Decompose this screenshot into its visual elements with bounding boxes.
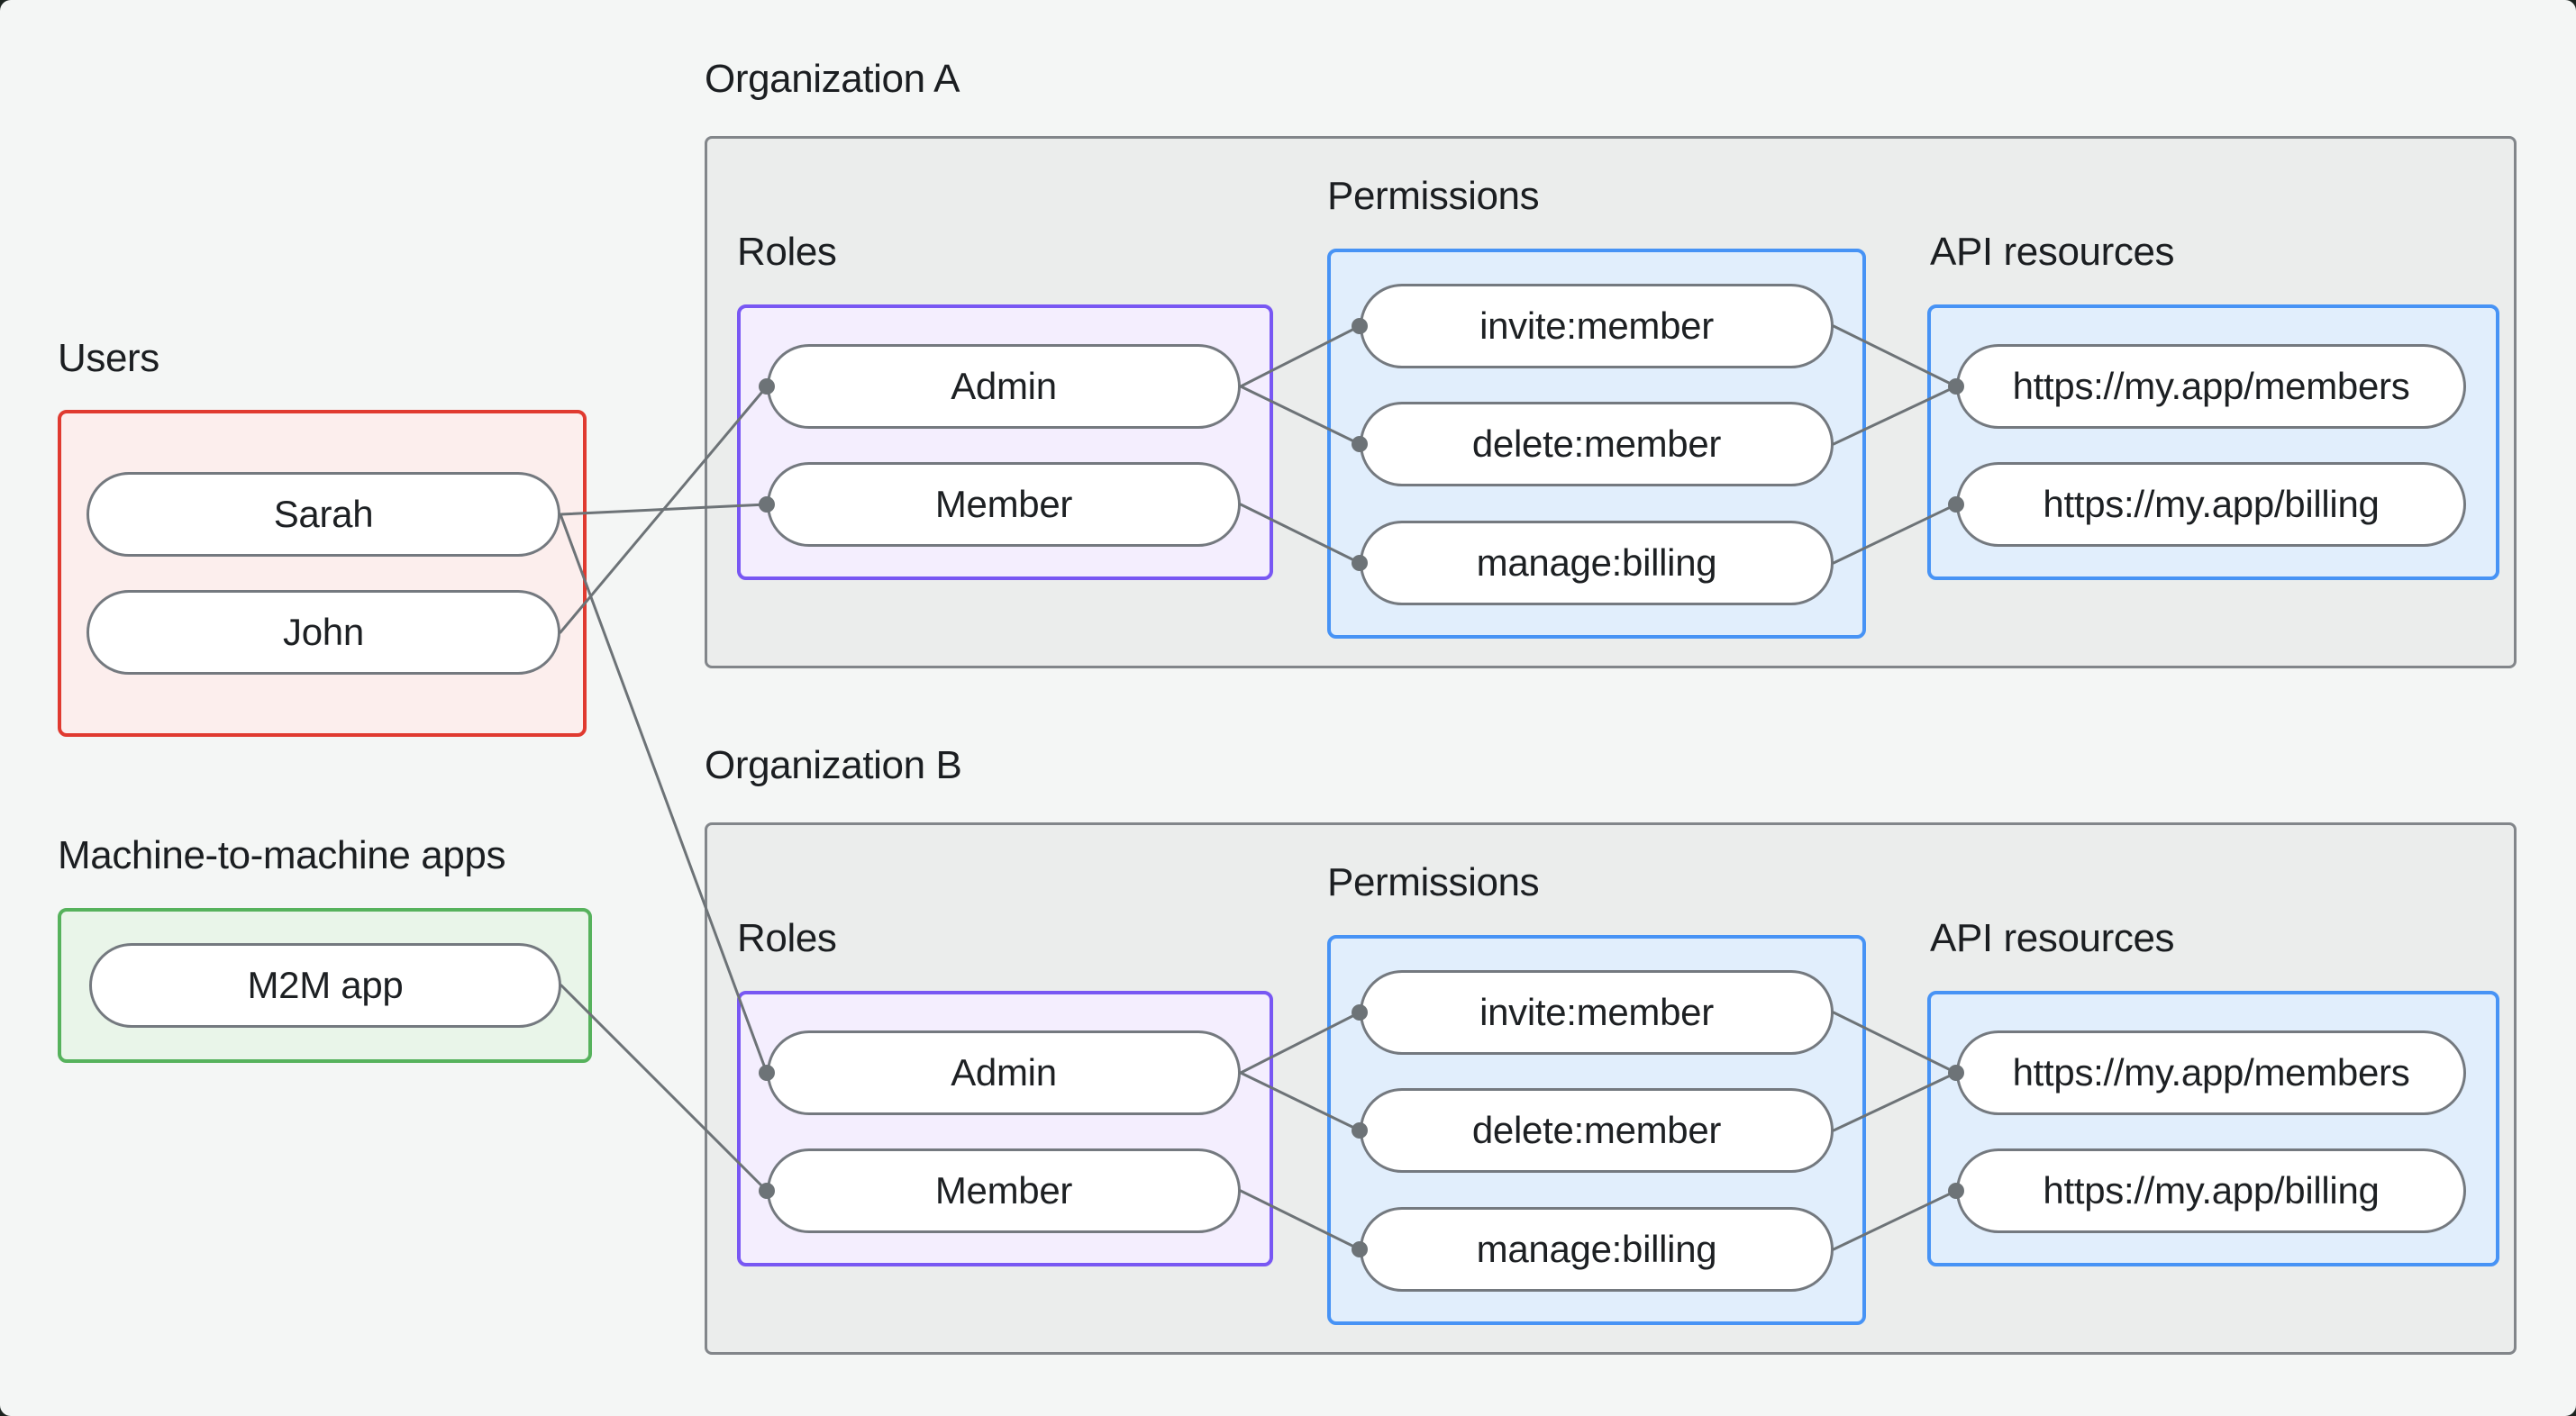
node-org-a-api-members-label: https://my.app/members [2012, 365, 2410, 407]
node-org-a-role-member: Member [767, 462, 1241, 547]
node-org-b-perm-manage-label: manage:billing [1476, 1228, 1717, 1270]
node-org-b-perm-invite: invite:member [1360, 970, 1834, 1055]
users-group-label: Users [58, 336, 159, 380]
node-org-a-perm-delete: delete:member [1360, 402, 1834, 486]
node-org-a-role-member-label: Member [934, 483, 1073, 525]
org-a-roles-label: Roles [737, 230, 837, 274]
org-b-api-label: API resources [1930, 916, 2175, 960]
node-org-b-role-member: Member [767, 1148, 1241, 1233]
users-group-box [58, 410, 587, 737]
node-org-a-role-admin-label: Admin [951, 365, 1057, 407]
org-b-roles-label: Roles [737, 916, 837, 960]
node-org-b-role-admin: Admin [767, 1030, 1241, 1115]
node-user-sarah: Sarah [86, 472, 560, 557]
node-org-a-perm-delete-label: delete:member [1471, 422, 1722, 465]
node-org-a-perm-invite-label: invite:member [1479, 304, 1714, 347]
org-b-title: Organization B [705, 743, 962, 787]
node-org-a-perm-invite: invite:member [1360, 284, 1834, 368]
node-org-a-role-admin: Admin [767, 344, 1241, 429]
node-m2m-app-label: M2M app [247, 964, 404, 1006]
node-org-a-perm-manage: manage:billing [1360, 521, 1834, 605]
org-a-permissions-label: Permissions [1327, 174, 1540, 218]
m2m-group-label: Machine-to-machine apps [58, 833, 506, 877]
node-user-john: John [86, 590, 560, 675]
node-org-b-perm-delete-label: delete:member [1471, 1109, 1722, 1151]
node-org-b-api-members-label: https://my.app/members [2012, 1051, 2410, 1094]
node-org-b-api-members: https://my.app/members [1956, 1030, 2466, 1115]
node-org-a-perm-manage-label: manage:billing [1476, 541, 1717, 584]
node-user-sarah-label: Sarah [273, 493, 374, 535]
node-org-a-api-billing-label: https://my.app/billing [2043, 483, 2380, 525]
node-org-b-api-billing: https://my.app/billing [1956, 1148, 2466, 1233]
node-m2m-app: M2M app [89, 943, 561, 1028]
node-org-a-api-billing: https://my.app/billing [1956, 462, 2466, 547]
org-b-permissions-label: Permissions [1327, 860, 1540, 904]
node-org-b-perm-manage: manage:billing [1360, 1207, 1834, 1292]
node-org-b-role-member-label: Member [934, 1169, 1073, 1212]
org-a-api-label: API resources [1930, 230, 2175, 274]
node-org-b-perm-delete: delete:member [1360, 1088, 1834, 1173]
node-user-john-label: John [283, 611, 364, 653]
node-org-b-perm-invite-label: invite:member [1479, 991, 1714, 1033]
node-org-a-api-members: https://my.app/members [1956, 344, 2466, 429]
node-org-b-role-admin-label: Admin [951, 1051, 1057, 1094]
org-a-title: Organization A [705, 57, 960, 101]
node-org-b-api-billing-label: https://my.app/billing [2043, 1169, 2380, 1212]
